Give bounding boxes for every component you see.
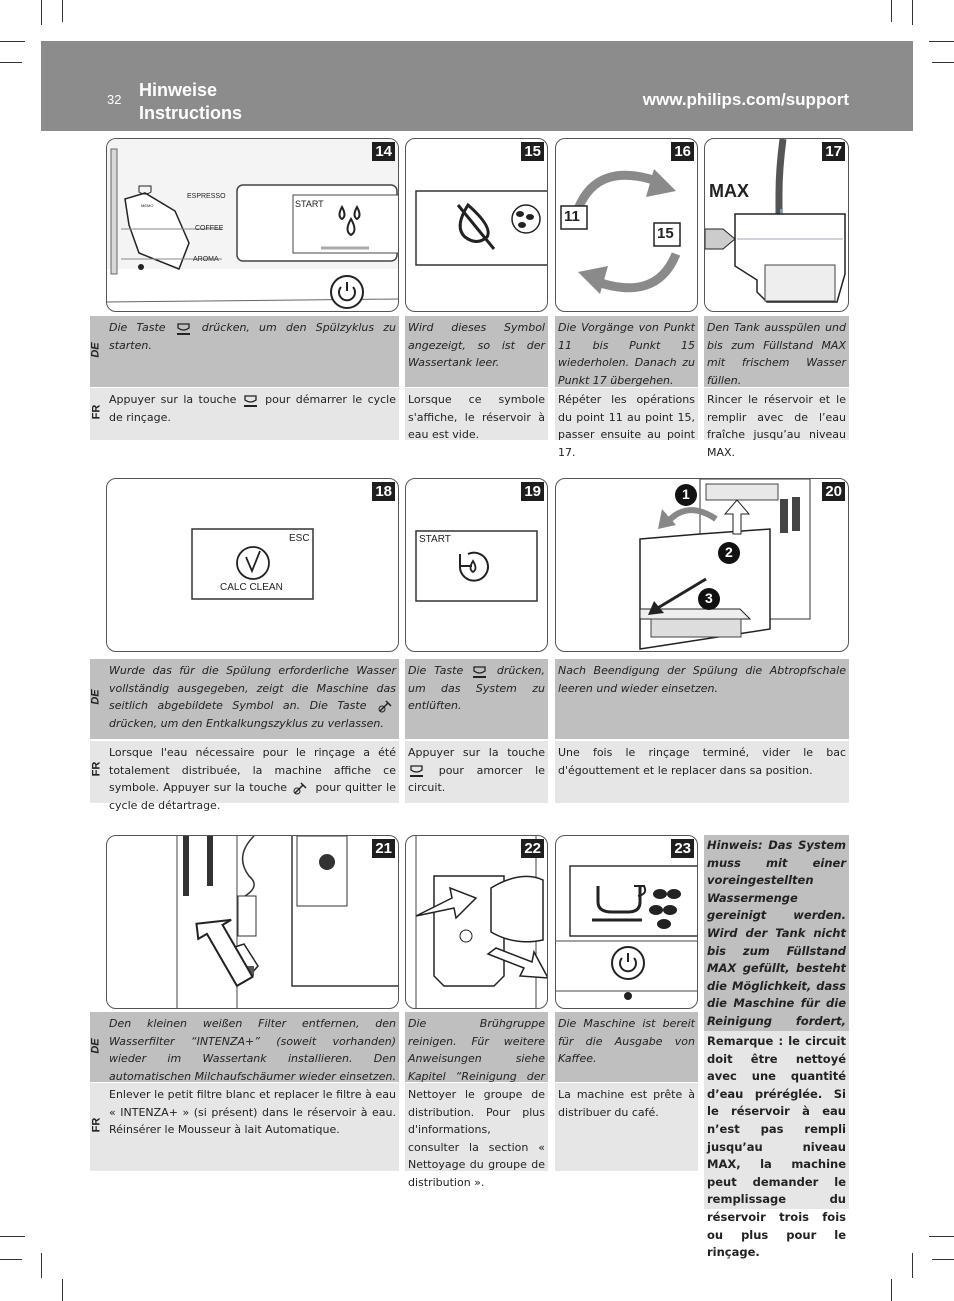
water-empty-display-drawing: [415, 190, 547, 266]
text-fr-19: Appuyer sur la touche pour amorcer le ci…: [405, 741, 548, 803]
step-number: 17: [822, 142, 845, 161]
step-18-illustration: ESC CALC CLEAN 18: [106, 478, 399, 652]
step-number: 15: [521, 142, 544, 161]
step-number: 20: [822, 482, 845, 501]
callout-3: 3: [705, 590, 713, 606]
page-header: 32 Hinweise Instructions www.philips.com…: [41, 41, 913, 131]
text-fr-20: Une fois le rinçage terminé, vider le ba…: [555, 741, 849, 803]
coffee-label: COFFEE: [195, 225, 224, 232]
water-tank-filling-drawing: [705, 139, 846, 303]
lang-column-fr: FR: [90, 1083, 106, 1171]
text-fr-18: Lorsque l'eau nécessaire pour le rinçage…: [106, 741, 399, 812]
start-prime-display-drawing: [415, 530, 538, 602]
text-fr-17: Rincer le réservoir et le remplir avec d…: [704, 388, 849, 459]
repeat-loop-arrows-drawing: [560, 169, 681, 294]
loop-point-11: 11: [564, 208, 580, 225]
text-fr-14: Appuyer sur la touche pour démarrer le c…: [106, 388, 399, 440]
callout-1: 1: [682, 486, 690, 502]
lang-column-de: DE: [90, 659, 106, 739]
calc-clean-display-drawing: [191, 528, 314, 600]
step-16-illustration: 11 15 16: [555, 138, 698, 312]
step-17-illustration: MAX 17: [704, 138, 849, 312]
memo-cup-icon: [175, 321, 193, 336]
step-number: 18: [372, 482, 395, 501]
brew-group-cleaning-drawing: [415, 836, 547, 1008]
step-19-illustration: START 19: [405, 478, 548, 652]
aroma-label: AROMA: [193, 256, 219, 263]
text-de-16: Die Vorgänge von Punkt 11 bis Punkt 15 w…: [555, 316, 698, 387]
step-23-illustration: 23: [555, 835, 698, 1009]
step-22-illustration: 22: [405, 835, 548, 1009]
text-fr-22: Nettoyer le groupe de distribution. Pour…: [405, 1083, 548, 1189]
step-21-illustration: 21: [106, 835, 399, 1009]
machine-control-panel-drawing: [107, 139, 398, 309]
esc-label: ESC: [289, 533, 310, 544]
calc-clean-button-icon: [291, 781, 311, 796]
memo-label: MEMO: [141, 203, 154, 208]
espresso-label: ESPRESSO: [187, 193, 226, 200]
text-de-21: Den kleinen weißen Filter entfernen, den…: [106, 1012, 399, 1083]
text-de-14: Die Taste drücken, um den Spülzyklus zu …: [106, 316, 399, 387]
step-number: 14: [372, 142, 395, 161]
text-de-20: Nach Beendigung der Spülung die Abtropfs…: [555, 659, 849, 739]
step-14-illustration: START ESPRESSO COFFEE AROMA MEMO 14: [106, 138, 399, 312]
text-de-23: Die Maschine ist bereit für die Ausgabe …: [555, 1012, 698, 1082]
text-de-15: Wird dieses Symbol angezeigt, so ist der…: [405, 316, 548, 387]
text-de-22: Die Brühgruppe reinigen. Für weitere Anw…: [405, 1012, 548, 1100]
calc-clean-label: CALC CLEAN: [220, 582, 283, 593]
text-de-18: Wurde das für die Spülung erforderliche …: [106, 659, 399, 739]
drip-tray-drawing: [639, 479, 811, 650]
ready-display-drawing: [556, 865, 697, 1000]
water-filter-removal-drawing: [176, 836, 398, 1008]
screen-start-label: START: [295, 199, 324, 209]
max-label: MAX: [709, 181, 749, 201]
step-number: 19: [521, 482, 544, 501]
calc-clean-button-icon: [376, 699, 396, 714]
text-fr-21: Enlever le petit filtre blanc et replace…: [106, 1083, 399, 1171]
step-number: 23: [671, 839, 694, 858]
step-15-illustration: 15: [405, 138, 548, 312]
text-fr-23: La machine est prête à distribuer du caf…: [555, 1083, 698, 1171]
lang-column-de: DE: [90, 1012, 106, 1082]
loop-point-15: 15: [657, 225, 674, 242]
lang-column-de: DE: [90, 316, 106, 387]
page-number: 32: [107, 92, 122, 107]
memo-cup-icon: [242, 393, 260, 408]
memo-cup-icon: [471, 664, 489, 679]
support-url: www.philips.com/support: [642, 90, 849, 109]
note-fr: Remarque : le circuit doit être nettoyé …: [704, 1031, 849, 1259]
callout-2: 2: [725, 544, 733, 560]
step-number: 16: [671, 142, 694, 161]
step-20-illustration: 1 2 3 20: [555, 478, 849, 652]
text-fr-16: Répéter les opérations du point 11 au po…: [555, 388, 698, 459]
page-title: Hinweise Instructions: [139, 80, 243, 123]
memo-cup-icon: [408, 763, 426, 778]
step-number: 22: [521, 839, 544, 858]
note-de: Hinweis: Das System muss mit einer vorei…: [704, 835, 849, 1081]
step-number: 21: [372, 839, 395, 858]
start-label: START: [419, 534, 451, 545]
text-de-19: Die Taste drücken, um das System zu entl…: [405, 659, 548, 739]
lang-column-fr: FR: [90, 741, 106, 803]
text-de-17: Den Tank ausspülen und bis zum Füllstand…: [704, 316, 849, 387]
lang-column-fr: FR: [90, 388, 106, 440]
text-fr-15: Lorsque ce symbole s'affiche, le réservo…: [405, 388, 548, 441]
